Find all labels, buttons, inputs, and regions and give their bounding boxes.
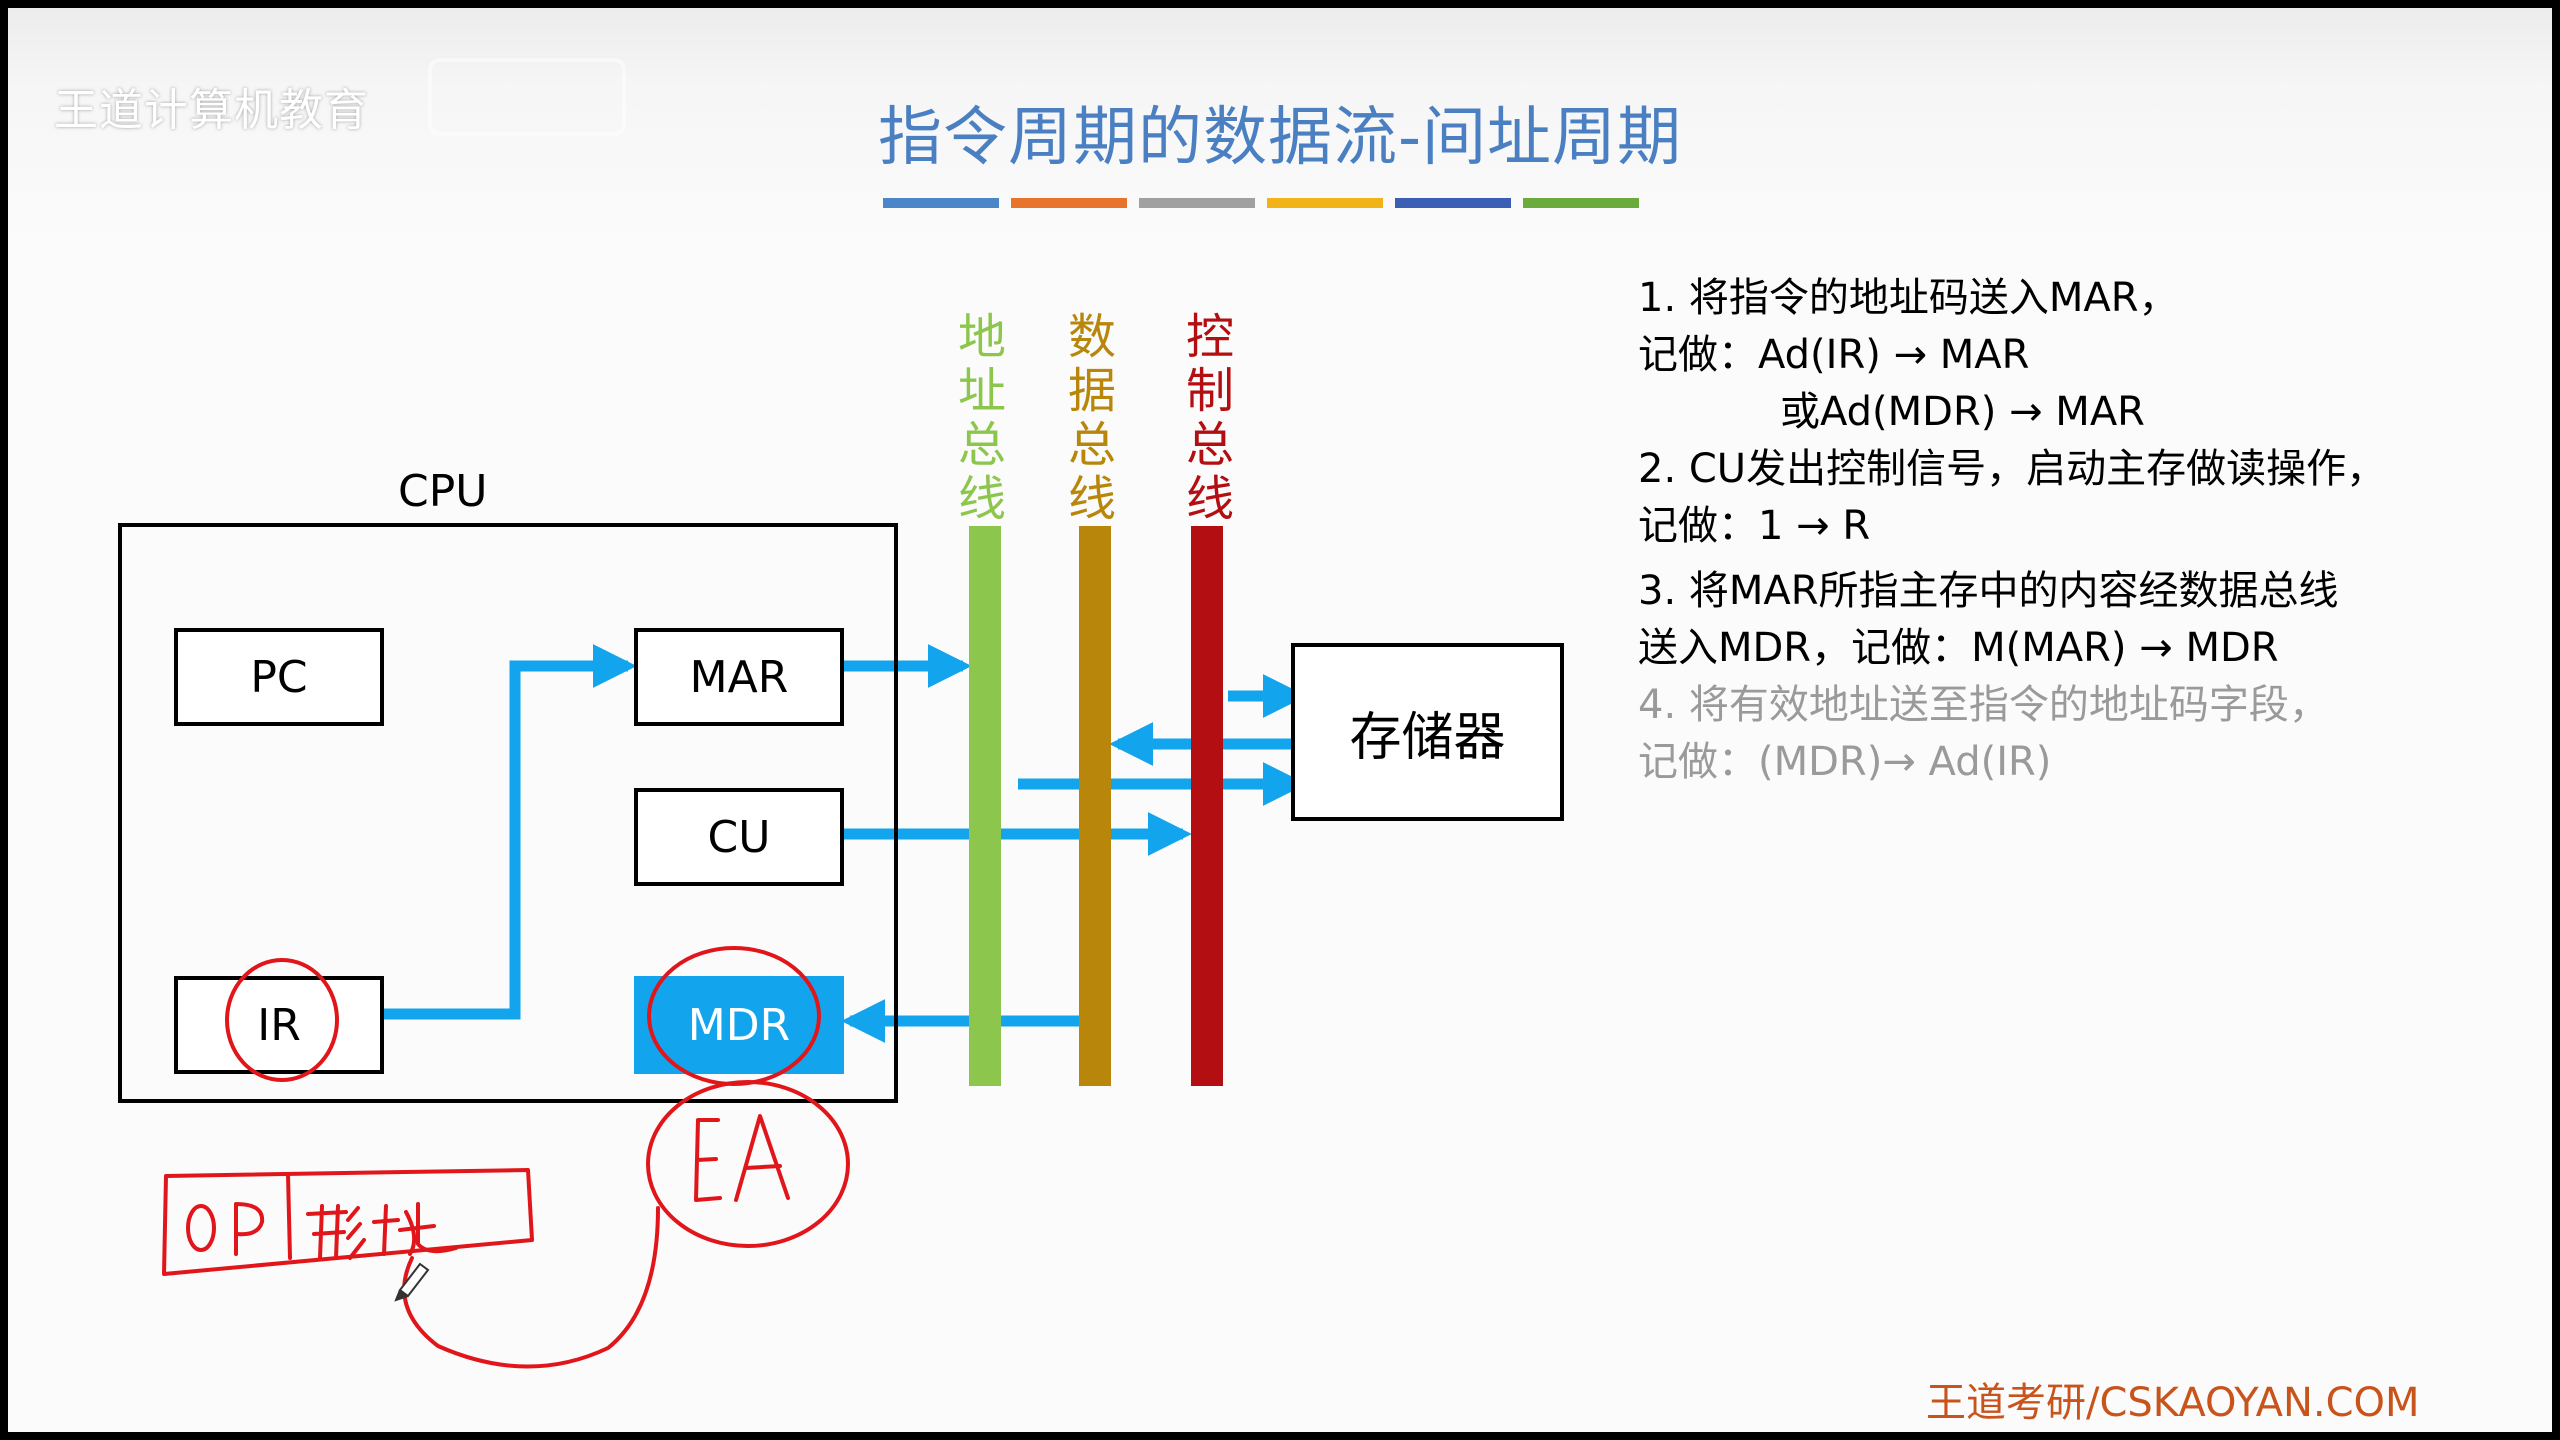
step-1-line-2: 记做：Ad(IR) → MAR (1638, 332, 2030, 378)
slide-title: 指令周期的数据流-间址周期 (877, 101, 1683, 175)
footer-brand: 王道考研/CSKAOYAN.COM (1926, 1380, 2420, 1426)
step-1-line-3: 或Ad(MDR) → MAR (1780, 389, 2145, 435)
title-color-bars (883, 198, 1639, 208)
instruction-format-box (162, 1168, 534, 1276)
op-letter-o (186, 1204, 216, 1252)
step-3-line-2: 送入MDR，记做：M(MAR) → MDR (1638, 625, 2279, 671)
pc-register: PC (174, 628, 384, 726)
address-bus (969, 526, 1001, 1086)
address-to-ea-curve (402, 1206, 660, 1369)
data-bus-label-text: 数据总线 (1067, 309, 1116, 527)
flow-arrows (384, 644, 1307, 1043)
instruction-format-divider (286, 1172, 292, 1260)
step-4-line-2: 记做：(MDR)→ Ad(IR) (1638, 739, 2052, 785)
handwritten-annotations (162, 946, 850, 1369)
memory-box: 存储器 (1291, 643, 1564, 821)
pen-cursor-icon (394, 1262, 430, 1302)
control-bus-label-text: 控制总线 (1185, 309, 1234, 527)
title-bar-1 (883, 198, 999, 208)
title-bar-5 (1395, 198, 1511, 208)
address-field-scribble (306, 1202, 458, 1260)
watermark-text: 王道计算机教育 (54, 85, 369, 136)
mdr-register: MDR (634, 976, 844, 1074)
control-bus (1191, 526, 1223, 1086)
ea-circle-mark (646, 1080, 850, 1248)
mdr-circle-mark (647, 946, 821, 1086)
address-bus-label: 地址总线 (952, 310, 1012, 526)
step-1-line-1: 1. 将指令的地址码送入MAR， (1638, 275, 2179, 321)
ea-letter-a (734, 1114, 790, 1202)
cu-register: CU (634, 788, 844, 886)
address-bus-label-text: 地址总线 (957, 309, 1006, 527)
step-2-line-1: 2. CU发出控制信号，启动主存做读操作， (1638, 446, 2387, 492)
datapath-diagram: CPU PC MAR CU IR MDR 存储器 地址总线 数据总线 控制总线 (8, 8, 1628, 1432)
control-bus-label: 控制总线 (1180, 310, 1240, 526)
arrow-ir-to-mar (384, 644, 637, 1020)
step-3-line-1: 3. 将MAR所指主存中的内容经数据总线 (1638, 568, 2339, 614)
cpu-label: CPU (398, 466, 488, 517)
title-bar-6 (1523, 198, 1639, 208)
title-bar-4 (1267, 198, 1383, 208)
bilibili-logo-icon (428, 58, 626, 136)
data-bus-label: 数据总线 (1062, 310, 1122, 526)
title-bar-3 (1139, 198, 1255, 208)
mar-register: MAR (634, 628, 844, 726)
step-4-line-1: 4. 将有效地址送至指令的地址码字段， (1638, 682, 2329, 728)
ir-circle-mark (225, 958, 339, 1082)
ir-register: IR (174, 976, 384, 1074)
cpu-box (118, 523, 898, 1103)
op-letter-p (234, 1202, 265, 1256)
steps-list: 1. 将指令的地址码送入MAR， 记做：Ad(IR) → MAR 或Ad(MDR… (1638, 270, 2538, 791)
data-bus (1079, 526, 1111, 1086)
step-2-line-2: 记做：1 → R (1638, 503, 1871, 549)
slide: 王道计算机教育 指令周期的数据流-间址周期 (8, 8, 2552, 1432)
ea-letter-e (694, 1118, 722, 1202)
title-bar-2 (1011, 198, 1127, 208)
